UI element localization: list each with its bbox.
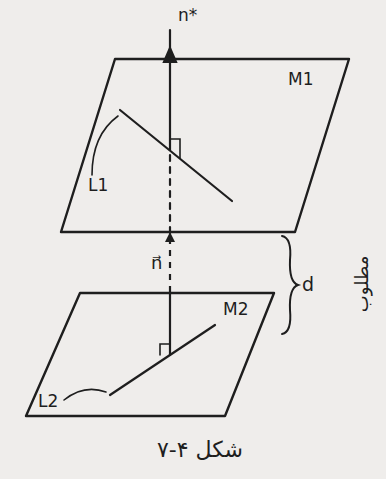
plane-shape: M1 — [60, 58, 350, 233]
right-angle-mark — [160, 344, 170, 355]
line-l1 — [120, 110, 232, 201]
plane-name: M2 — [223, 300, 248, 319]
line-label: L2 — [38, 392, 58, 411]
line-label: L1 — [88, 176, 108, 195]
normal-dashed — [169, 152, 171, 233]
dimension-label: d — [302, 274, 314, 295]
note-label: مطلوب — [352, 256, 372, 313]
plane-name: M1 — [288, 70, 313, 89]
leader-line — [92, 116, 118, 175]
right-angle-mark — [170, 139, 180, 158]
vector-label: n⃗ — [149, 253, 164, 273]
brace — [282, 236, 298, 334]
normal-line — [169, 293, 171, 355]
normal-vector — [169, 233, 171, 292]
vector-label: n* — [178, 6, 197, 25]
line-l2 — [110, 325, 215, 395]
leader-line — [64, 389, 106, 400]
plane-shape: M2 — [25, 292, 275, 417]
figure-caption: شکل ۴-۷ — [157, 438, 243, 462]
